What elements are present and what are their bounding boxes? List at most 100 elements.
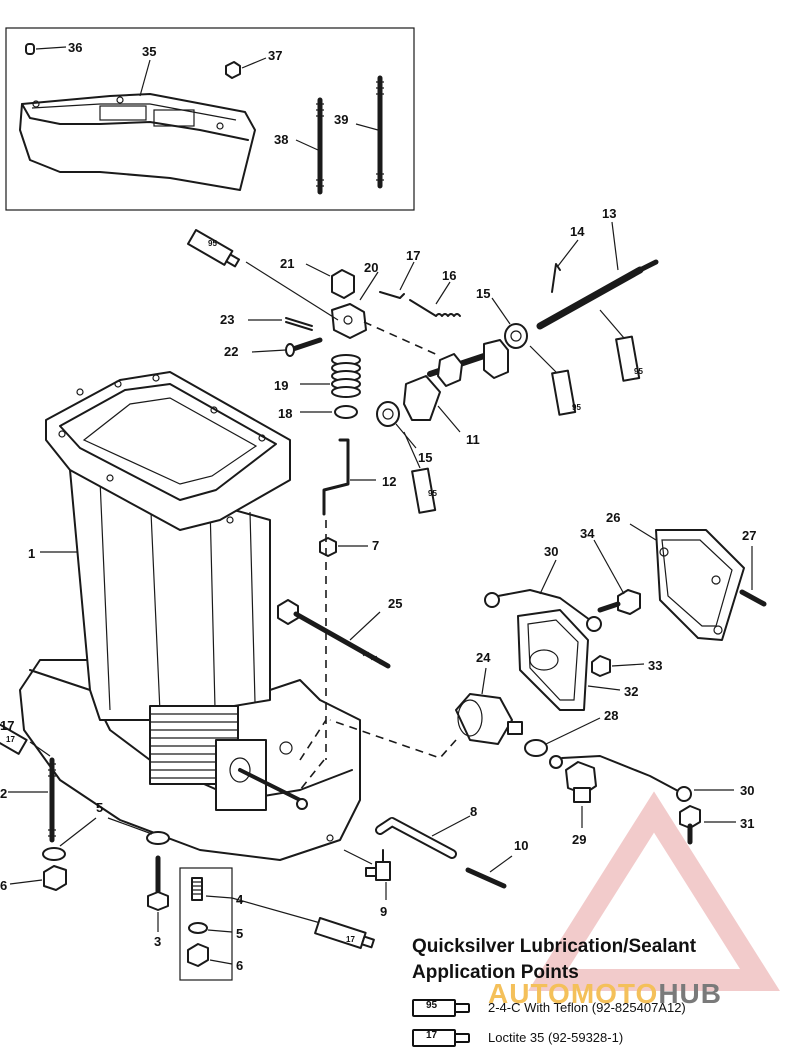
part-7-nut: [319, 537, 337, 557]
tube-code-17-a: 17: [346, 935, 355, 944]
tube-code-95-d: 95: [428, 489, 437, 498]
callout-6-kit: 6: [236, 958, 243, 973]
part-11-actuator: [403, 339, 509, 421]
callout-36: 36: [68, 40, 82, 55]
callout-20: 20: [364, 260, 378, 275]
callout-6-left: 6: [0, 878, 7, 893]
callout-3: 3: [154, 934, 161, 949]
legend-title-line-2: Application Points: [412, 962, 579, 983]
legend-text: 2-4-C With Teflon (92-825407A12): [488, 999, 686, 1015]
callout-30-upper: 30: [544, 544, 558, 559]
part-16-spring: [409, 299, 461, 317]
part-35-adapter-plate: [19, 93, 256, 191]
part-6-nut-left: [43, 865, 67, 891]
tube-17-left: [0, 719, 28, 755]
callout-35: 35: [142, 44, 156, 59]
legend-title-line-1: Quicksilver Lubrication/Sealant: [412, 936, 697, 957]
callout-22: 22: [224, 344, 238, 359]
part-19-spring: [331, 354, 361, 398]
watermark-part-2: HUB: [658, 978, 722, 1009]
part-22-pin: [285, 337, 323, 357]
part-20-bracket: [331, 303, 367, 339]
callout-10: 10: [514, 838, 528, 853]
callout-8: 8: [470, 804, 477, 819]
legend-title: Quicksilver Lubrication/Sealant Applicat…: [412, 934, 696, 986]
callout-31: 31: [740, 816, 754, 831]
part-26-plate: [655, 529, 745, 641]
part-24-mount: [455, 693, 523, 745]
watermark-logo: [528, 791, 780, 991]
callout-16: 16: [442, 268, 456, 283]
part-27-screw: [739, 589, 767, 607]
part-17-clip: [379, 291, 405, 299]
tube-code-95-a: 95: [208, 239, 217, 248]
part-6-nut-kit: [187, 943, 209, 967]
legend-code: 17: [426, 1030, 438, 1041]
tube-code-95-c: 95: [634, 367, 643, 376]
tube-code-17-b: 17: [6, 735, 15, 744]
part-4-screw: [191, 877, 203, 901]
callout-34: 34: [580, 526, 595, 541]
callout-37: 37: [268, 48, 282, 63]
tube-95-right-a: [551, 369, 577, 416]
tube-icon: 95: [412, 998, 470, 1017]
part-38-stud: [316, 97, 324, 195]
part-32-mount-bracket: [517, 609, 589, 711]
watermark-part-1: AUTOMOTO: [488, 978, 659, 1009]
callout-28: 28: [604, 708, 618, 723]
part-18-washer: [334, 405, 358, 419]
legend-item-95: 95 2-4-C With Teflon (92-825407A12): [412, 998, 686, 1017]
part-12-shift-shaft: [322, 438, 350, 516]
part-2-stud: [48, 757, 56, 843]
part-8-hose: [377, 818, 455, 857]
part-13-shaft: [536, 259, 659, 330]
watermark-text: AUTOMOTOHUB: [488, 978, 722, 1010]
callout-27: 27: [742, 528, 756, 543]
tube-95-center: [411, 467, 437, 514]
tube-17-bottom: [314, 917, 375, 950]
kit-box: [179, 867, 233, 981]
inset-box: [5, 27, 415, 211]
part-5-washer-right: [146, 831, 170, 845]
callout-33: 33: [648, 658, 662, 673]
tube-code-95-b: 95: [572, 403, 581, 412]
callout-12: 12: [382, 474, 396, 489]
callout-25: 25: [388, 596, 402, 611]
callout-4: 4: [236, 892, 244, 907]
part-14-pin: [551, 263, 561, 293]
part-5-washer-kit: [188, 922, 208, 934]
callout-29: 29: [572, 832, 586, 847]
callout-32: 32: [624, 684, 638, 699]
part-36-pin: [25, 43, 35, 55]
callout-17: 17: [406, 248, 420, 263]
part-3-bolt: [147, 855, 169, 911]
part-28-washer: [524, 739, 548, 757]
callout-9: 9: [380, 904, 387, 919]
callout-21: 21: [280, 256, 294, 271]
callout-38: 38: [274, 132, 288, 147]
part-29-plug: [565, 761, 597, 803]
callout-18: 18: [278, 406, 292, 421]
tube-icon: 17: [412, 1028, 470, 1047]
part-15-bushing-upper: [504, 323, 528, 349]
callout-26: 26: [606, 510, 620, 525]
part-37-nut: [225, 61, 241, 79]
part-23-cotter: [285, 317, 313, 331]
callout-1: 1: [28, 546, 35, 561]
callout-19: 19: [274, 378, 288, 393]
part-25-bolt: [277, 599, 391, 669]
callout-14: 14: [570, 224, 585, 239]
callout-5-kit: 5: [236, 926, 243, 941]
callout-39: 39: [334, 112, 348, 127]
callout-30-lower: 30: [740, 783, 754, 798]
callout-7: 7: [372, 538, 379, 553]
callout-15-upper: 15: [476, 286, 490, 301]
callout-2: 2: [0, 786, 7, 801]
part-30-ground-strap-lower: [549, 755, 692, 802]
part-34-bolt: [597, 589, 641, 615]
callout-24: 24: [476, 650, 491, 665]
callout-13: 13: [602, 206, 616, 221]
tube-95-top-left: [187, 229, 241, 268]
legend-text: Loctite 35 (92-59328-1): [488, 1029, 624, 1045]
